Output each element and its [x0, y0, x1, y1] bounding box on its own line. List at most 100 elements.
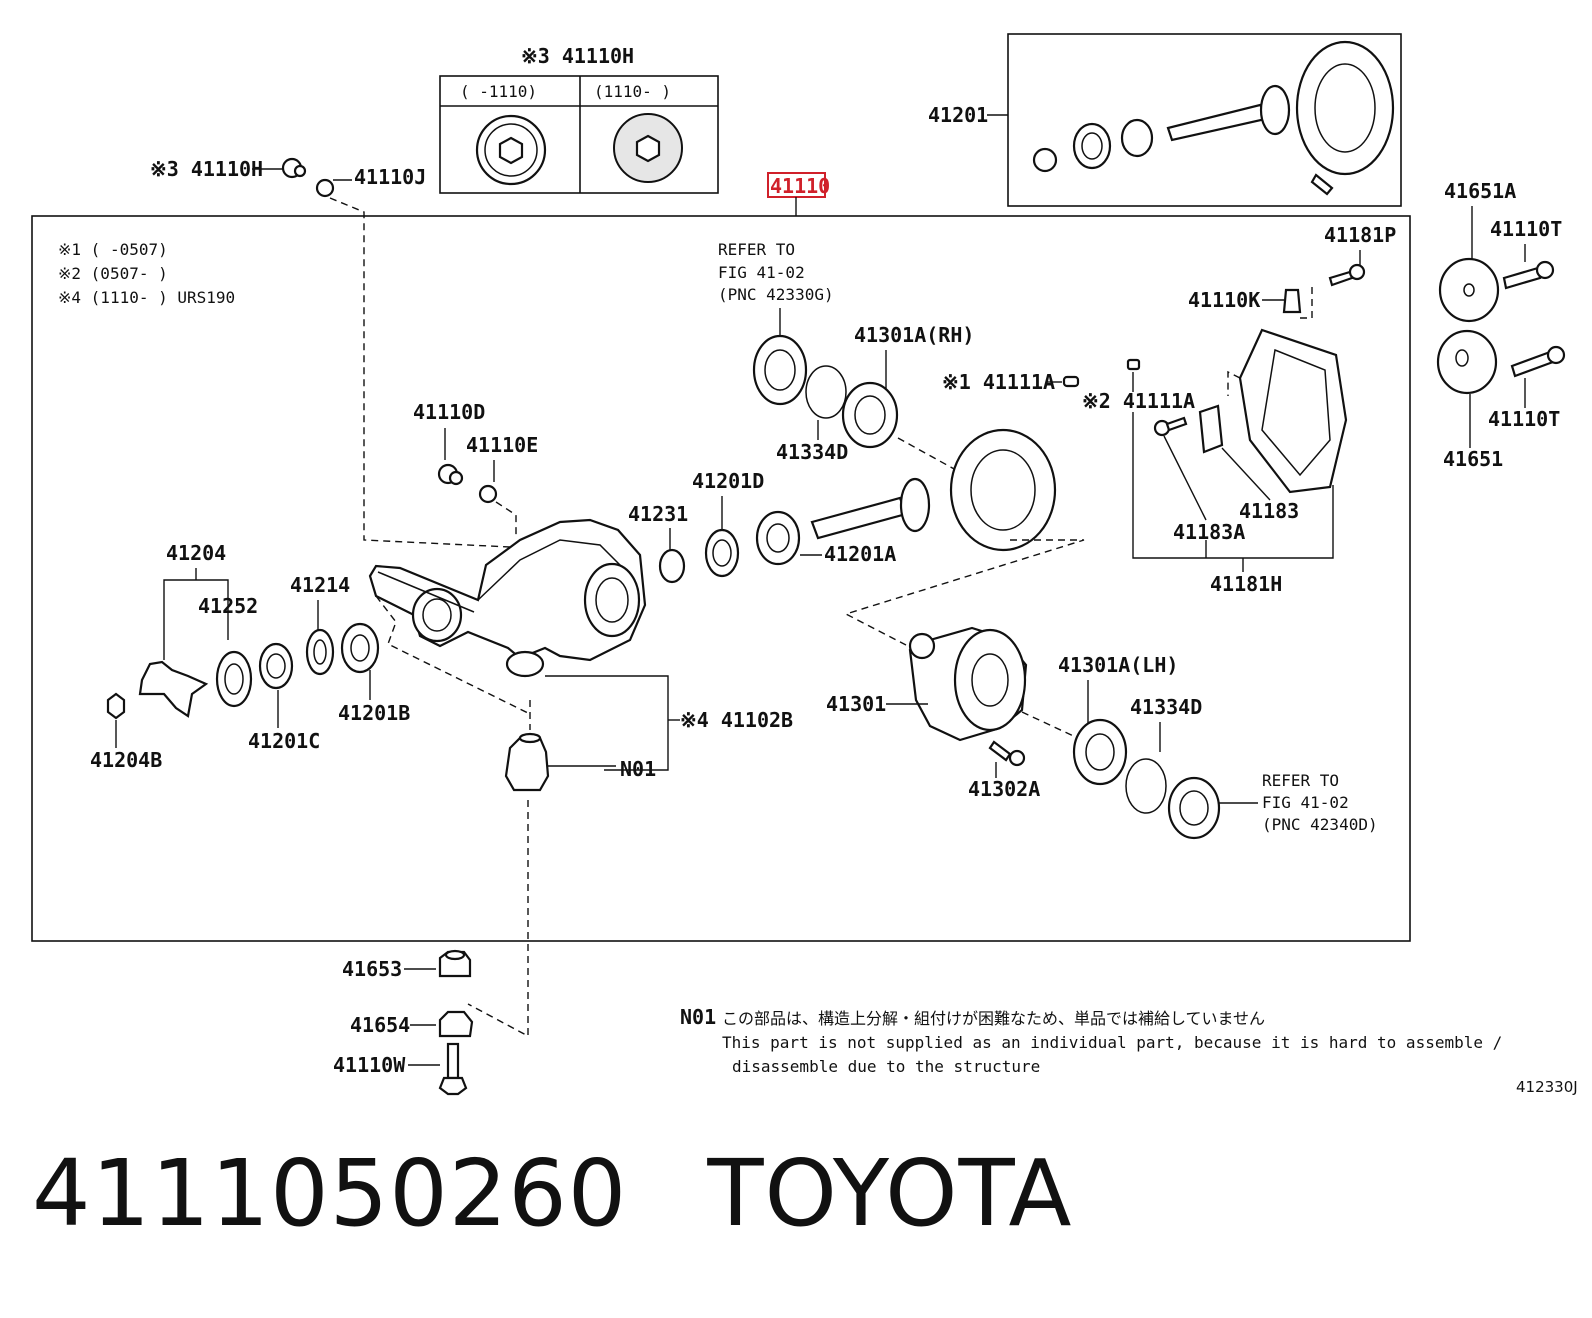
- label-41214: 41214: [290, 573, 350, 597]
- figure-code: 412330J: [1516, 1078, 1578, 1096]
- refer-top-3: (PNC 42330G): [718, 285, 834, 304]
- main-assembly-box: [31, 215, 1411, 942]
- bolt-41302A-icon: [988, 740, 1026, 767]
- snap-ring-bot-icon: [1125, 758, 1167, 814]
- note-2: ※2 (0507- ): [58, 264, 168, 283]
- variant-left-caption: ( -1110): [460, 82, 537, 101]
- refer-bot-1: REFER TO: [1262, 771, 1339, 790]
- label-41651: 41651: [1443, 447, 1503, 471]
- spacer-41231-icon: [658, 548, 686, 584]
- variant-box: [439, 75, 719, 194]
- bolt-41110T-bot-icon: [1510, 345, 1566, 378]
- label-41102B: ※4 41102B: [680, 708, 793, 732]
- plug-41111A-2-icon: [1126, 358, 1141, 371]
- label-41110T-bot: 41110T: [1488, 407, 1560, 431]
- label-41302A: 41302A: [968, 777, 1040, 801]
- bearing-41201A-icon: [755, 510, 801, 566]
- label-41111A-1: ※1 41111A: [942, 370, 1055, 394]
- label-N01: N01: [620, 757, 656, 781]
- label-41201B: 41201B: [338, 701, 410, 725]
- seal-top-icon: [752, 334, 808, 406]
- label-41110D: 41110D: [413, 400, 485, 424]
- plug-new-icon: [613, 113, 683, 183]
- label-41653: 41653: [342, 957, 402, 981]
- n01-note-en1: This part is not supplied as an individu…: [722, 1033, 1502, 1052]
- label-41110T-top: 41110T: [1490, 217, 1562, 241]
- variant-right-caption: (1110- ): [594, 82, 671, 101]
- n01-note-jp: この部品は、構造上分解・組付けが困難なため、単品では補給していません: [722, 1009, 1265, 1028]
- label-41204B: 41204B: [90, 748, 162, 772]
- bushing-N01-icon: [504, 732, 550, 792]
- breather-41110K-icon: [1282, 288, 1302, 314]
- label-41301A-LH: 41301A(LH): [1058, 653, 1178, 677]
- seal-bot-icon: [1167, 776, 1221, 840]
- plug-old-icon: [475, 114, 547, 186]
- refer-top-2: FIG 41-02: [718, 263, 805, 282]
- bolt-41183A-icon: [1153, 416, 1188, 437]
- label-41181P: 41181P: [1324, 223, 1396, 247]
- footer-caption: 4111050260 TOYOTA: [32, 1140, 1073, 1250]
- label-41204: 41204: [166, 541, 226, 565]
- bearing-41201B-icon: [340, 622, 380, 674]
- bearing-RH-icon: [841, 381, 899, 449]
- bolt-41110W-icon: [438, 1042, 468, 1096]
- cushion-41653-icon: [438, 949, 472, 978]
- plug-41110D-icon: [437, 463, 464, 486]
- bearing-41201C-icon: [258, 642, 294, 690]
- label-41334D-bot: 41334D: [1130, 695, 1202, 719]
- label-41301A-RH: 41301A(RH): [854, 323, 974, 347]
- label-41201C: 41201C: [248, 729, 320, 753]
- label-41334D-top: 41334D: [776, 440, 848, 464]
- plug-41111A-1-icon: [1062, 375, 1080, 388]
- label-41111A-2: ※2 41111A: [1082, 389, 1195, 413]
- rear-cover-icon: [1238, 328, 1348, 494]
- label-41110E: 41110E: [466, 433, 538, 457]
- bolt-41181P-icon: [1328, 263, 1366, 287]
- label-41183A: 41183A: [1173, 520, 1245, 544]
- note-4: ※4 (1110- ) URS190: [58, 288, 235, 307]
- snap-ring-top-icon: [805, 365, 847, 419]
- label-41110-main: 41110: [770, 174, 830, 198]
- differential-carrier-icon: [368, 518, 647, 678]
- differential-case-icon: [908, 626, 1028, 742]
- flange-41651-icon: [1436, 329, 1498, 395]
- label-41231: 41231: [628, 502, 688, 526]
- footer-brand: TOYOTA: [707, 1140, 1073, 1247]
- bolt-41110T-top-icon: [1502, 260, 1555, 290]
- gasket-41110J-icon: [315, 178, 335, 198]
- bracket-41183-icon: [1198, 404, 1224, 454]
- label-41252: 41252: [198, 594, 258, 618]
- bearing-LH-icon: [1072, 718, 1128, 786]
- label-41110K: 41110K: [1188, 288, 1260, 312]
- ring-pinion-box: [1007, 33, 1402, 207]
- spacer-41214-icon: [305, 628, 335, 676]
- label-41110W: 41110W: [333, 1053, 406, 1077]
- pinion-gear-icon: [810, 477, 931, 540]
- label-41110J: 41110J: [354, 165, 426, 189]
- label-41201A: 41201A: [824, 542, 896, 566]
- label-41183: 41183: [1239, 499, 1299, 523]
- refer-bot-2: FIG 41-02: [1262, 793, 1349, 812]
- label-41301: 41301: [826, 692, 886, 716]
- ring-gear-icon: [949, 428, 1057, 552]
- ring-pinion-set-icon: [1032, 40, 1395, 196]
- nut-41204B-icon: [106, 692, 126, 720]
- seal-41252-icon: [215, 650, 253, 708]
- footer-part-number: 4111050260: [32, 1140, 628, 1247]
- gasket-41110E-icon: [478, 484, 498, 504]
- flange-41204-icon: [138, 660, 209, 718]
- refer-top-1: REFER TO: [718, 240, 795, 259]
- label-41654: 41654: [350, 1013, 410, 1037]
- label-41651A: 41651A: [1444, 179, 1516, 203]
- label-41201: 41201: [928, 103, 988, 127]
- cushion-41654-icon: [438, 1010, 474, 1038]
- n01-note-tag: N01: [680, 1005, 716, 1029]
- shim-41201D-icon: [704, 528, 740, 578]
- plug-41110H-icon: [281, 157, 307, 179]
- refer-bot-3: (PNC 42340D): [1262, 815, 1378, 834]
- label-41201D: 41201D: [692, 469, 764, 493]
- n01-note-en2: disassemble due to the structure: [732, 1057, 1040, 1076]
- label-41181H: 41181H: [1210, 572, 1282, 596]
- label-41110H-top: ※3 41110H: [521, 44, 634, 68]
